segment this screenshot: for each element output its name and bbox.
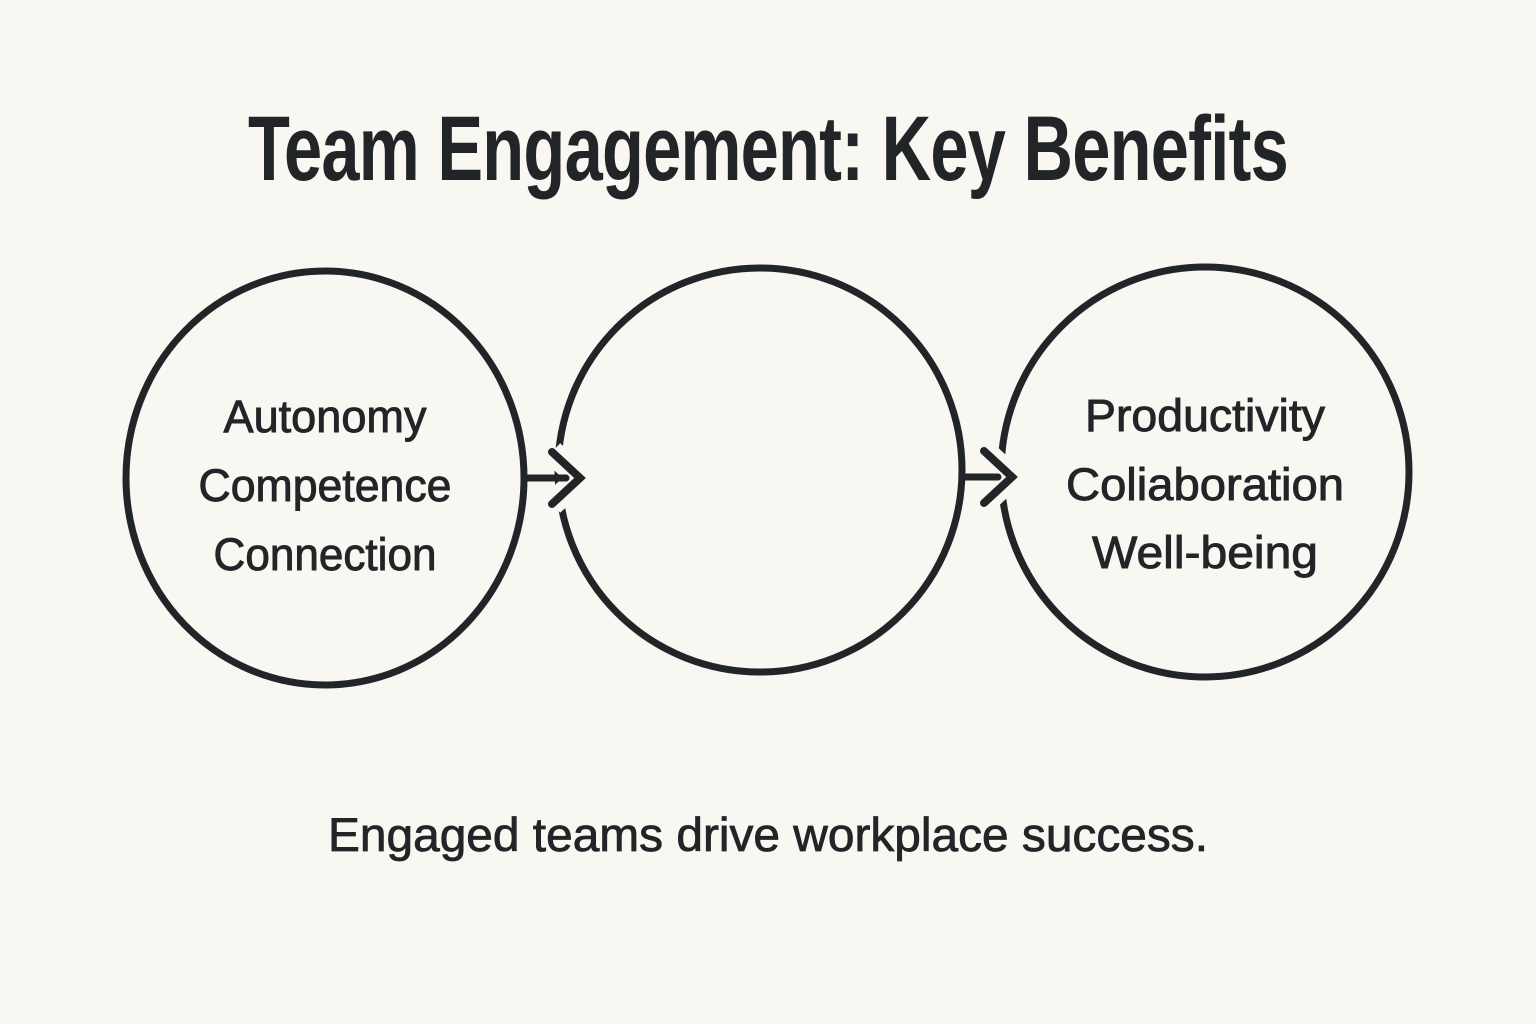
left-circle-labels: Autonomy Competence Connection: [198, 391, 452, 581]
left-circle-label-competence: Competence: [199, 460, 452, 511]
arrow-middle-to-right-icon: [958, 442, 1030, 512]
middle-circle: [554, 264, 966, 676]
arrow-left-to-middle-icon: [520, 443, 598, 513]
left-circle-label-connection: Connection: [214, 529, 437, 580]
right-circle-label-productivity: Productivity: [1085, 390, 1326, 441]
page-title: Team Engagement: Key Benefits: [248, 98, 1288, 200]
left-circle-label-autonomy: Autonomy: [224, 391, 427, 442]
caption: Engaged teams drive workplace success.: [328, 808, 1208, 861]
right-circle-labels: Productivity Coliaboration Well-being: [1066, 390, 1345, 579]
right-circle-label-coliaboration: Coliaboration: [1066, 459, 1344, 510]
right-circle-label-well-being: Well-being: [1092, 527, 1318, 578]
